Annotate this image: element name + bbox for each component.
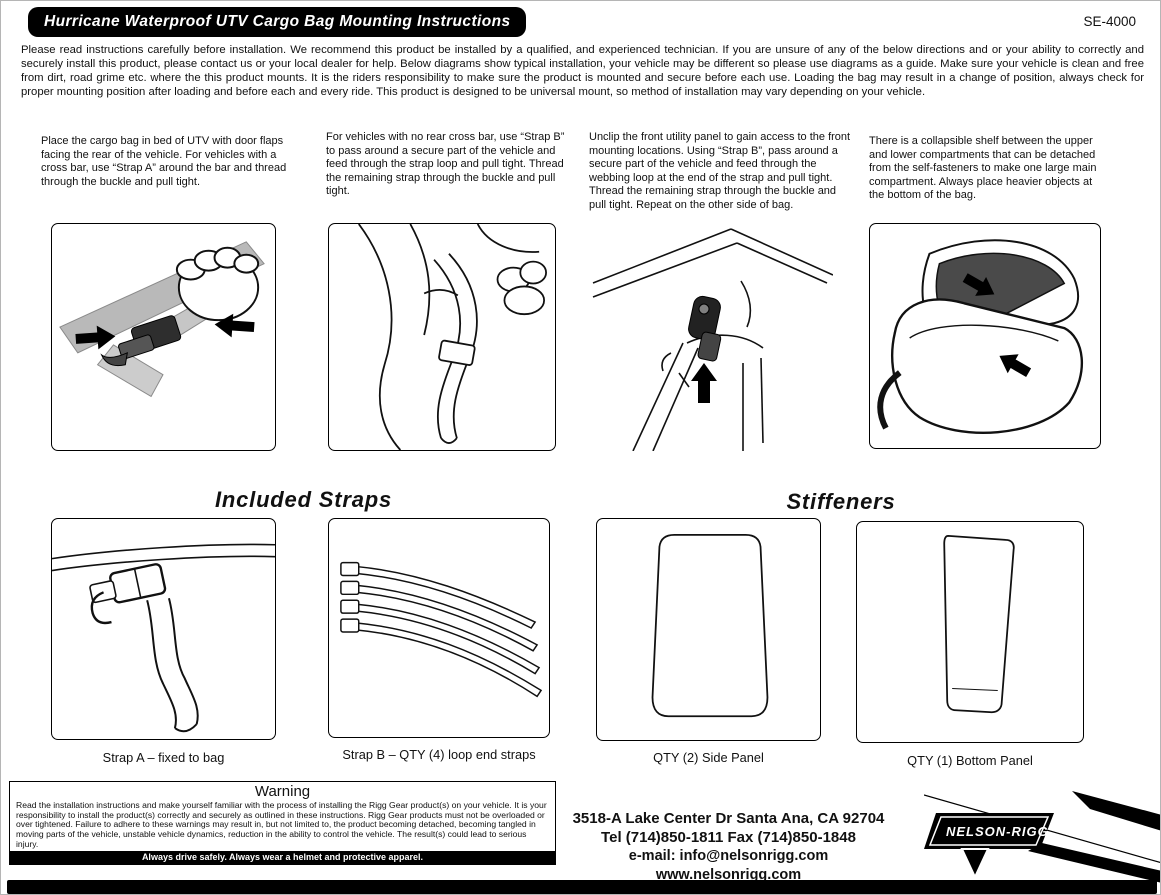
page-title: Hurricane Waterproof UTV Cargo Bag Mount… — [28, 7, 527, 37]
arrow-left-icon — [214, 313, 255, 338]
arrow-into-shelf-icon — [999, 354, 1032, 377]
step-2-illustration — [328, 223, 556, 451]
step-3-illustration — [591, 221, 833, 451]
model-number: SE-4000 — [1083, 14, 1136, 29]
warning-body: Read the installation instructions and m… — [16, 800, 547, 849]
step-1-text: Place the cargo bag in bed of UTV with d… — [41, 135, 287, 188]
nelson-rigg-logo-figure: NELSON-RIGG — [923, 791, 1160, 883]
stiffeners-heading: Stiffeners — [786, 489, 896, 514]
strap-a-figure — [52, 543, 275, 733]
contact-address: 3518-A Lake Center Dr Santa Ana, CA 9270… — [572, 810, 885, 827]
bottom-panel-label: QTY (1) Bottom Panel — [907, 753, 1033, 768]
strap-a-illustration — [51, 518, 276, 740]
strap-a-around-crossbar-figure — [59, 241, 265, 398]
hand-figure — [175, 246, 260, 322]
arrow-into-bag-icon — [962, 273, 995, 296]
arrow-right-icon — [75, 325, 116, 350]
arrow-up-icon — [691, 363, 717, 403]
included-straps-heading: Included Straps — [214, 487, 393, 512]
bottom-panel-illustration — [856, 521, 1084, 743]
step-2-text: For vehicles with no rear cross bar, use… — [326, 131, 565, 197]
step-1-illustration — [51, 223, 276, 451]
contact-phone: Tel (714)850-1811 Fax (714)850-1848 — [601, 829, 856, 846]
logo-v-mark — [960, 848, 990, 880]
strap-a-label: Strap A – fixed to bag — [102, 750, 225, 765]
contact-email: e-mail: info@nelsonrigg.com www.nelsonri… — [628, 848, 829, 883]
contact-block: 3518-A Lake Center Dr Santa Ana, CA 9270… — [561, 809, 896, 885]
step-4-illustration — [869, 223, 1101, 449]
warning-footer: Always drive safely. Always wear a helme… — [10, 851, 555, 864]
front-mount-buckle-figure — [592, 228, 833, 451]
warning-box: Warning Read the installation instructio… — [9, 781, 556, 865]
strap-b-around-post-figure — [358, 224, 547, 450]
bottom-panel-figure — [943, 534, 1015, 714]
step-3-text: Unclip the front utility panel to gain a… — [589, 131, 851, 211]
logo-brand-text: NELSON-RIGG — [946, 824, 1049, 839]
side-panel-label: QTY (2) Side Panel — [653, 750, 764, 765]
intro-paragraph: Please read instructions carefully befor… — [21, 44, 1144, 98]
buckle-figure — [100, 315, 182, 367]
side-panel-figure — [651, 533, 769, 718]
strap-b-figure — [340, 561, 543, 698]
nelson-rigg-logo: NELSON-RIGG — [923, 787, 1160, 883]
clip-buckle-figure — [688, 295, 722, 362]
strap-b-illustration — [328, 518, 550, 738]
step-4-text: There is a collapsible shelf between the… — [869, 135, 1097, 201]
side-panel-illustration — [596, 518, 821, 741]
strap-b-label: Strap B – QTY (4) loop end straps — [342, 747, 536, 762]
open-bag-shelf-figure — [877, 239, 1083, 434]
bottom-bar — [7, 880, 1157, 894]
warning-title: Warning — [254, 783, 311, 800]
